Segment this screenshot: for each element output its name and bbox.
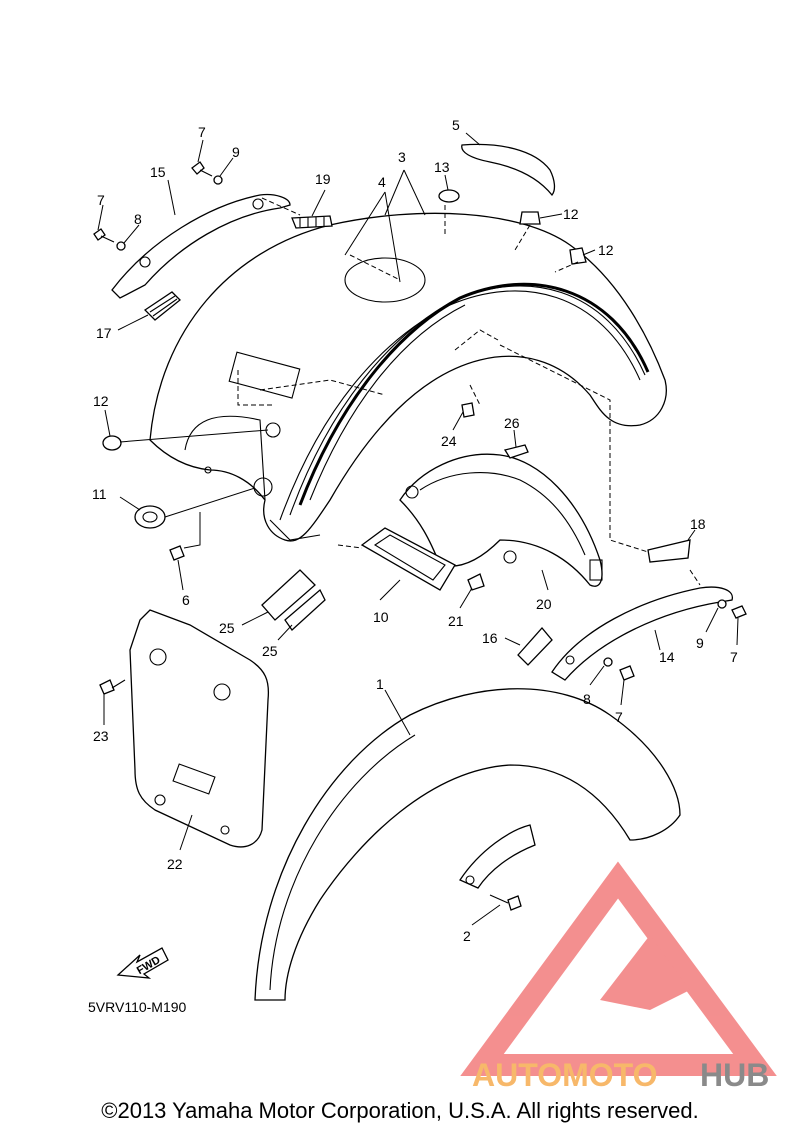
callout: 1 xyxy=(376,676,384,692)
pad-19 xyxy=(291,215,333,229)
callout: 18 xyxy=(690,516,706,532)
callout: 11 xyxy=(92,486,107,502)
callout: 7 xyxy=(97,192,105,208)
callout: 3 xyxy=(398,149,406,165)
front-fender xyxy=(254,688,681,1001)
callout: 12 xyxy=(93,393,109,409)
callout: 24 xyxy=(441,433,457,449)
callout: 21 xyxy=(448,613,464,629)
leader-lines xyxy=(97,132,739,926)
callout: 12 xyxy=(563,206,579,222)
right-rail xyxy=(551,586,733,681)
callout: 22 xyxy=(167,856,183,872)
bolt-icon xyxy=(191,161,205,175)
callout: 6 xyxy=(182,592,190,608)
sticker-25a xyxy=(261,569,316,621)
watermark-text-b: HUB xyxy=(700,1057,769,1093)
callout: 2 xyxy=(463,928,471,944)
callout: 5 xyxy=(452,117,460,133)
assembly-lines xyxy=(237,197,701,586)
callout: 23 xyxy=(93,728,109,744)
callout: 13 xyxy=(434,159,450,175)
callout: 7 xyxy=(615,709,623,725)
callout: 7 xyxy=(730,649,738,665)
washer-icon xyxy=(213,175,223,185)
callout: 10 xyxy=(373,609,389,625)
callout: 19 xyxy=(315,171,331,187)
watermark-triangle-icon xyxy=(460,861,777,1076)
callout: 9 xyxy=(232,144,240,160)
callout: 14 xyxy=(659,649,675,665)
left-rail xyxy=(111,193,291,299)
watermark-logo xyxy=(460,861,777,1076)
pad-16 xyxy=(517,627,553,666)
rear-fender xyxy=(149,212,667,542)
pad-18 xyxy=(647,539,691,563)
watermark-text-a: AUTOMOTO xyxy=(472,1057,657,1093)
callout: 9 xyxy=(696,635,704,651)
callout: 12 xyxy=(598,242,614,258)
callout: 7 xyxy=(198,124,206,140)
fwd-arrow-icon xyxy=(116,947,169,979)
callout: 17 xyxy=(96,325,112,341)
callout: 25 xyxy=(262,643,278,659)
reflector-plate xyxy=(360,527,456,591)
callout: 8 xyxy=(134,211,142,227)
callout: 25 xyxy=(219,620,235,636)
callout: 4 xyxy=(378,174,386,190)
callout-numbers: 3 4 5 13 12 12 19 15 7 9 7 8 17 12 11 6 … xyxy=(92,117,738,944)
callout: 26 xyxy=(504,415,520,431)
callout: 15 xyxy=(150,164,166,180)
callout: 20 xyxy=(536,596,552,612)
copyright-notice: ©2013 Yamaha Motor Corporation, U.S.A. A… xyxy=(101,1098,699,1123)
side-cover-plate xyxy=(129,609,270,848)
diagram-code: 5VRV110-M190 xyxy=(88,999,187,1015)
sticker-25b xyxy=(284,588,326,631)
callout: 16 xyxy=(482,630,498,646)
grommet-icon xyxy=(519,211,541,225)
callout: 8 xyxy=(583,691,591,707)
top-cover xyxy=(461,143,556,197)
